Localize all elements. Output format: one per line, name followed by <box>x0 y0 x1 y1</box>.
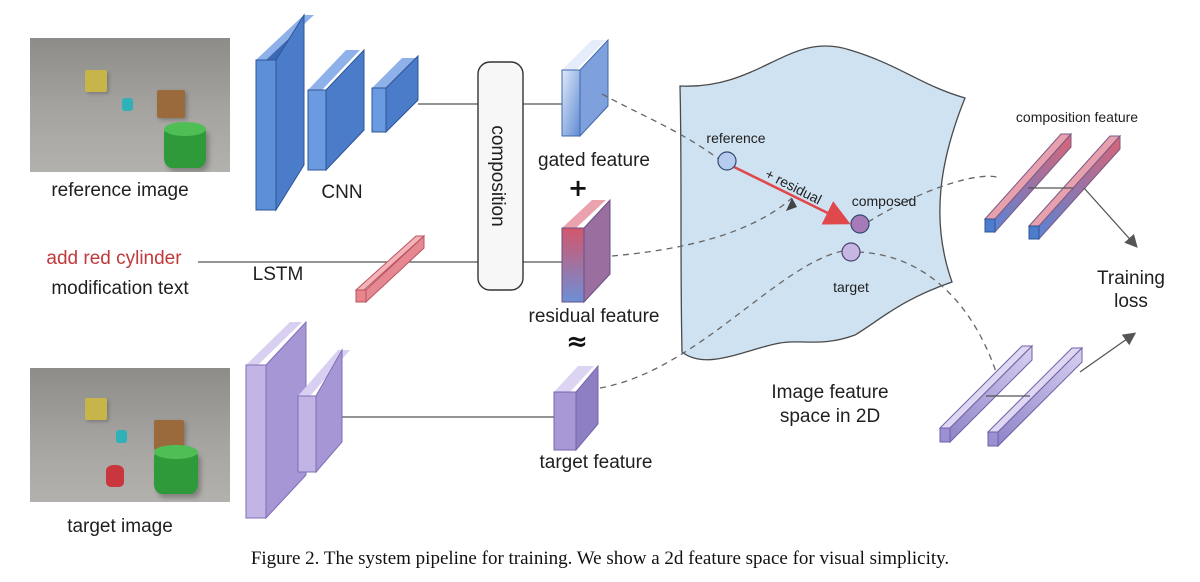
training-loss-line2: loss <box>1114 291 1148 312</box>
target-encoder <box>245 320 350 520</box>
plus-symbol: + <box>568 174 588 202</box>
target-feature-bars <box>938 344 1084 448</box>
reference-point-label: reference <box>706 130 765 146</box>
reference-image <box>30 38 230 172</box>
composed-point <box>850 214 870 234</box>
feature-space-title-line1: Image feature <box>771 382 888 403</box>
dashed-paths <box>599 93 1001 389</box>
target-feature-block <box>553 364 599 452</box>
residual-arrow <box>731 164 851 225</box>
loss-arrows <box>1079 187 1138 373</box>
target-point-label: target <box>833 279 869 295</box>
reference-image-label: reference image <box>51 180 188 201</box>
gated-feature-block <box>561 38 609 138</box>
composition-feature-bars <box>983 132 1122 241</box>
feature-space-title-line2: space in 2D <box>780 406 880 427</box>
training-loss-line1: Training <box>1097 268 1165 289</box>
target-image <box>30 368 230 502</box>
dashed-arrowhead <box>786 198 797 211</box>
modification-text-value: add red cylinder <box>46 248 182 269</box>
modification-text-label: modification text <box>51 278 189 299</box>
residual-feature-label: residual feature <box>529 306 660 327</box>
composition-module: composition <box>477 61 524 291</box>
lstm-label: LSTM <box>253 264 304 285</box>
cnn-label: CNN <box>321 182 362 203</box>
reference-point <box>717 151 737 171</box>
target-feature-label: target feature <box>539 452 652 473</box>
target-image-label: target image <box>67 516 173 537</box>
target-point <box>841 242 861 262</box>
figure-caption: Figure 2. The system pipeline for traini… <box>250 548 950 569</box>
composition-label: composition <box>487 125 508 226</box>
gated-feature-label: gated feature <box>538 150 650 171</box>
approx-symbol: ≈ <box>566 327 588 357</box>
composed-point-label: composed <box>852 193 917 209</box>
feature-space <box>679 45 966 361</box>
composition-feature-label: composition feature <box>1016 109 1138 125</box>
cnn-encoder <box>255 13 419 212</box>
lstm-bar <box>354 234 426 304</box>
residual-feature-block <box>561 198 611 304</box>
connector-lines <box>198 103 562 418</box>
